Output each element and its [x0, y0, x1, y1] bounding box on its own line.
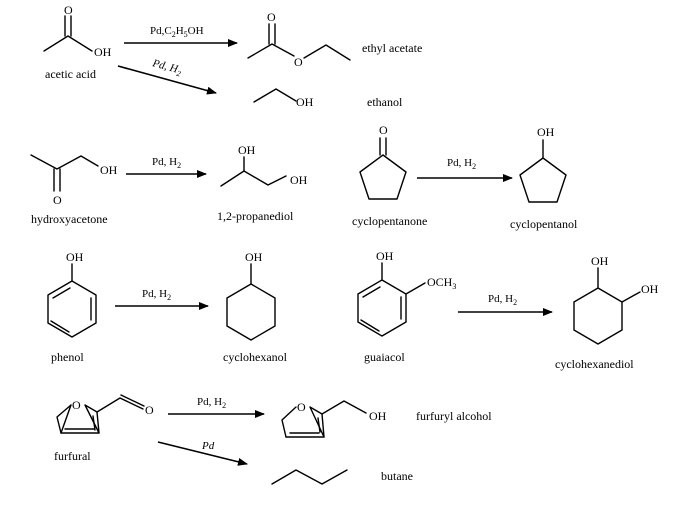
propanediol-label: 1,2-propanediol — [217, 209, 294, 223]
cyclopentanol-label: cyclopentanol — [510, 217, 578, 231]
hydroxyacetone-structure: O OH — [30, 154, 118, 207]
atom-o: O — [267, 10, 276, 24]
cyclohexanol-label: cyclohexanol — [223, 350, 288, 364]
atom-oh: OH — [591, 254, 609, 268]
cyclohexanediol-label: cyclohexanediol — [555, 357, 634, 371]
ethanol-label: ethanol — [367, 95, 403, 109]
acetic-acid-structure: O OH — [43, 3, 112, 59]
cyclopentanol-structure: OH — [519, 125, 567, 203]
condition-pd-h2: Pd, H2 — [152, 156, 181, 170]
atom-oh: OH — [296, 95, 314, 109]
atom-oh: OH — [66, 250, 84, 264]
furfural-structure: O O — [56, 394, 154, 434]
atom-oh: OH — [245, 250, 263, 264]
atom-oh: OH — [369, 409, 387, 423]
cyclopentanone-label: cyclopentanone — [352, 214, 427, 228]
atom-o: O — [64, 3, 73, 17]
hydroxyacetone-label: hydroxyacetone — [31, 212, 108, 226]
atom-oh: OH — [641, 282, 659, 296]
arrow-furfural-to-butane — [157, 441, 248, 466]
furfuryl-alcohol-label: furfuryl alcohol — [416, 409, 492, 423]
atom-oh: OH — [376, 249, 394, 263]
atom-oh: OH — [238, 143, 256, 157]
guaiacol-structure: OH OCH3 — [357, 249, 456, 337]
ethyl-acetate-label: ethyl acetate — [362, 41, 422, 55]
atom-och3: OCH3 — [427, 275, 456, 291]
atom-o: O — [53, 193, 62, 207]
atom-o: O — [379, 123, 388, 137]
atom-o: O — [297, 400, 306, 414]
butane-label: butane — [381, 469, 413, 483]
acetic-acid-label: acetic acid — [45, 67, 96, 81]
condition-pd-h2: Pd, H2 — [142, 288, 171, 302]
atom-oh: OH — [100, 163, 118, 177]
atom-oh: OH — [94, 45, 112, 59]
arrow-hydrogenation-acetic — [117, 65, 217, 95]
condition-pd-h2: Pd, H2 — [447, 157, 476, 171]
phenol-label: phenol — [51, 350, 84, 364]
furfuryl-alcohol-structure: O OH — [281, 400, 387, 438]
condition-pd-h2: Pd, H2 — [197, 396, 226, 410]
butane-structure — [271, 469, 348, 485]
condition-pd-h2: Pd, H2 — [488, 293, 517, 307]
atom-oh: OH — [537, 125, 555, 139]
furfural-label: furfural — [54, 449, 91, 463]
condition-pd: Pd — [201, 440, 215, 452]
atom-oh: OH — [290, 173, 308, 187]
ethanol-structure: OH — [253, 88, 314, 109]
atom-o: O — [72, 398, 81, 412]
ethyl-acetate-structure: O O — [247, 10, 351, 69]
cyclohexanol-structure: OH — [226, 250, 276, 341]
guaiacol-label: guaiacol — [364, 350, 405, 364]
atom-o: O — [294, 55, 303, 69]
cyclohexanediol-structure: OH OH — [573, 254, 659, 345]
propanediol-structure: OH OH — [220, 143, 308, 187]
atom-o: O — [145, 403, 154, 417]
phenol-structure: OH — [47, 250, 97, 338]
cyclopentanone-structure: O — [359, 123, 407, 200]
condition-pd-ethanol: Pd,C2H5OH — [150, 25, 204, 39]
